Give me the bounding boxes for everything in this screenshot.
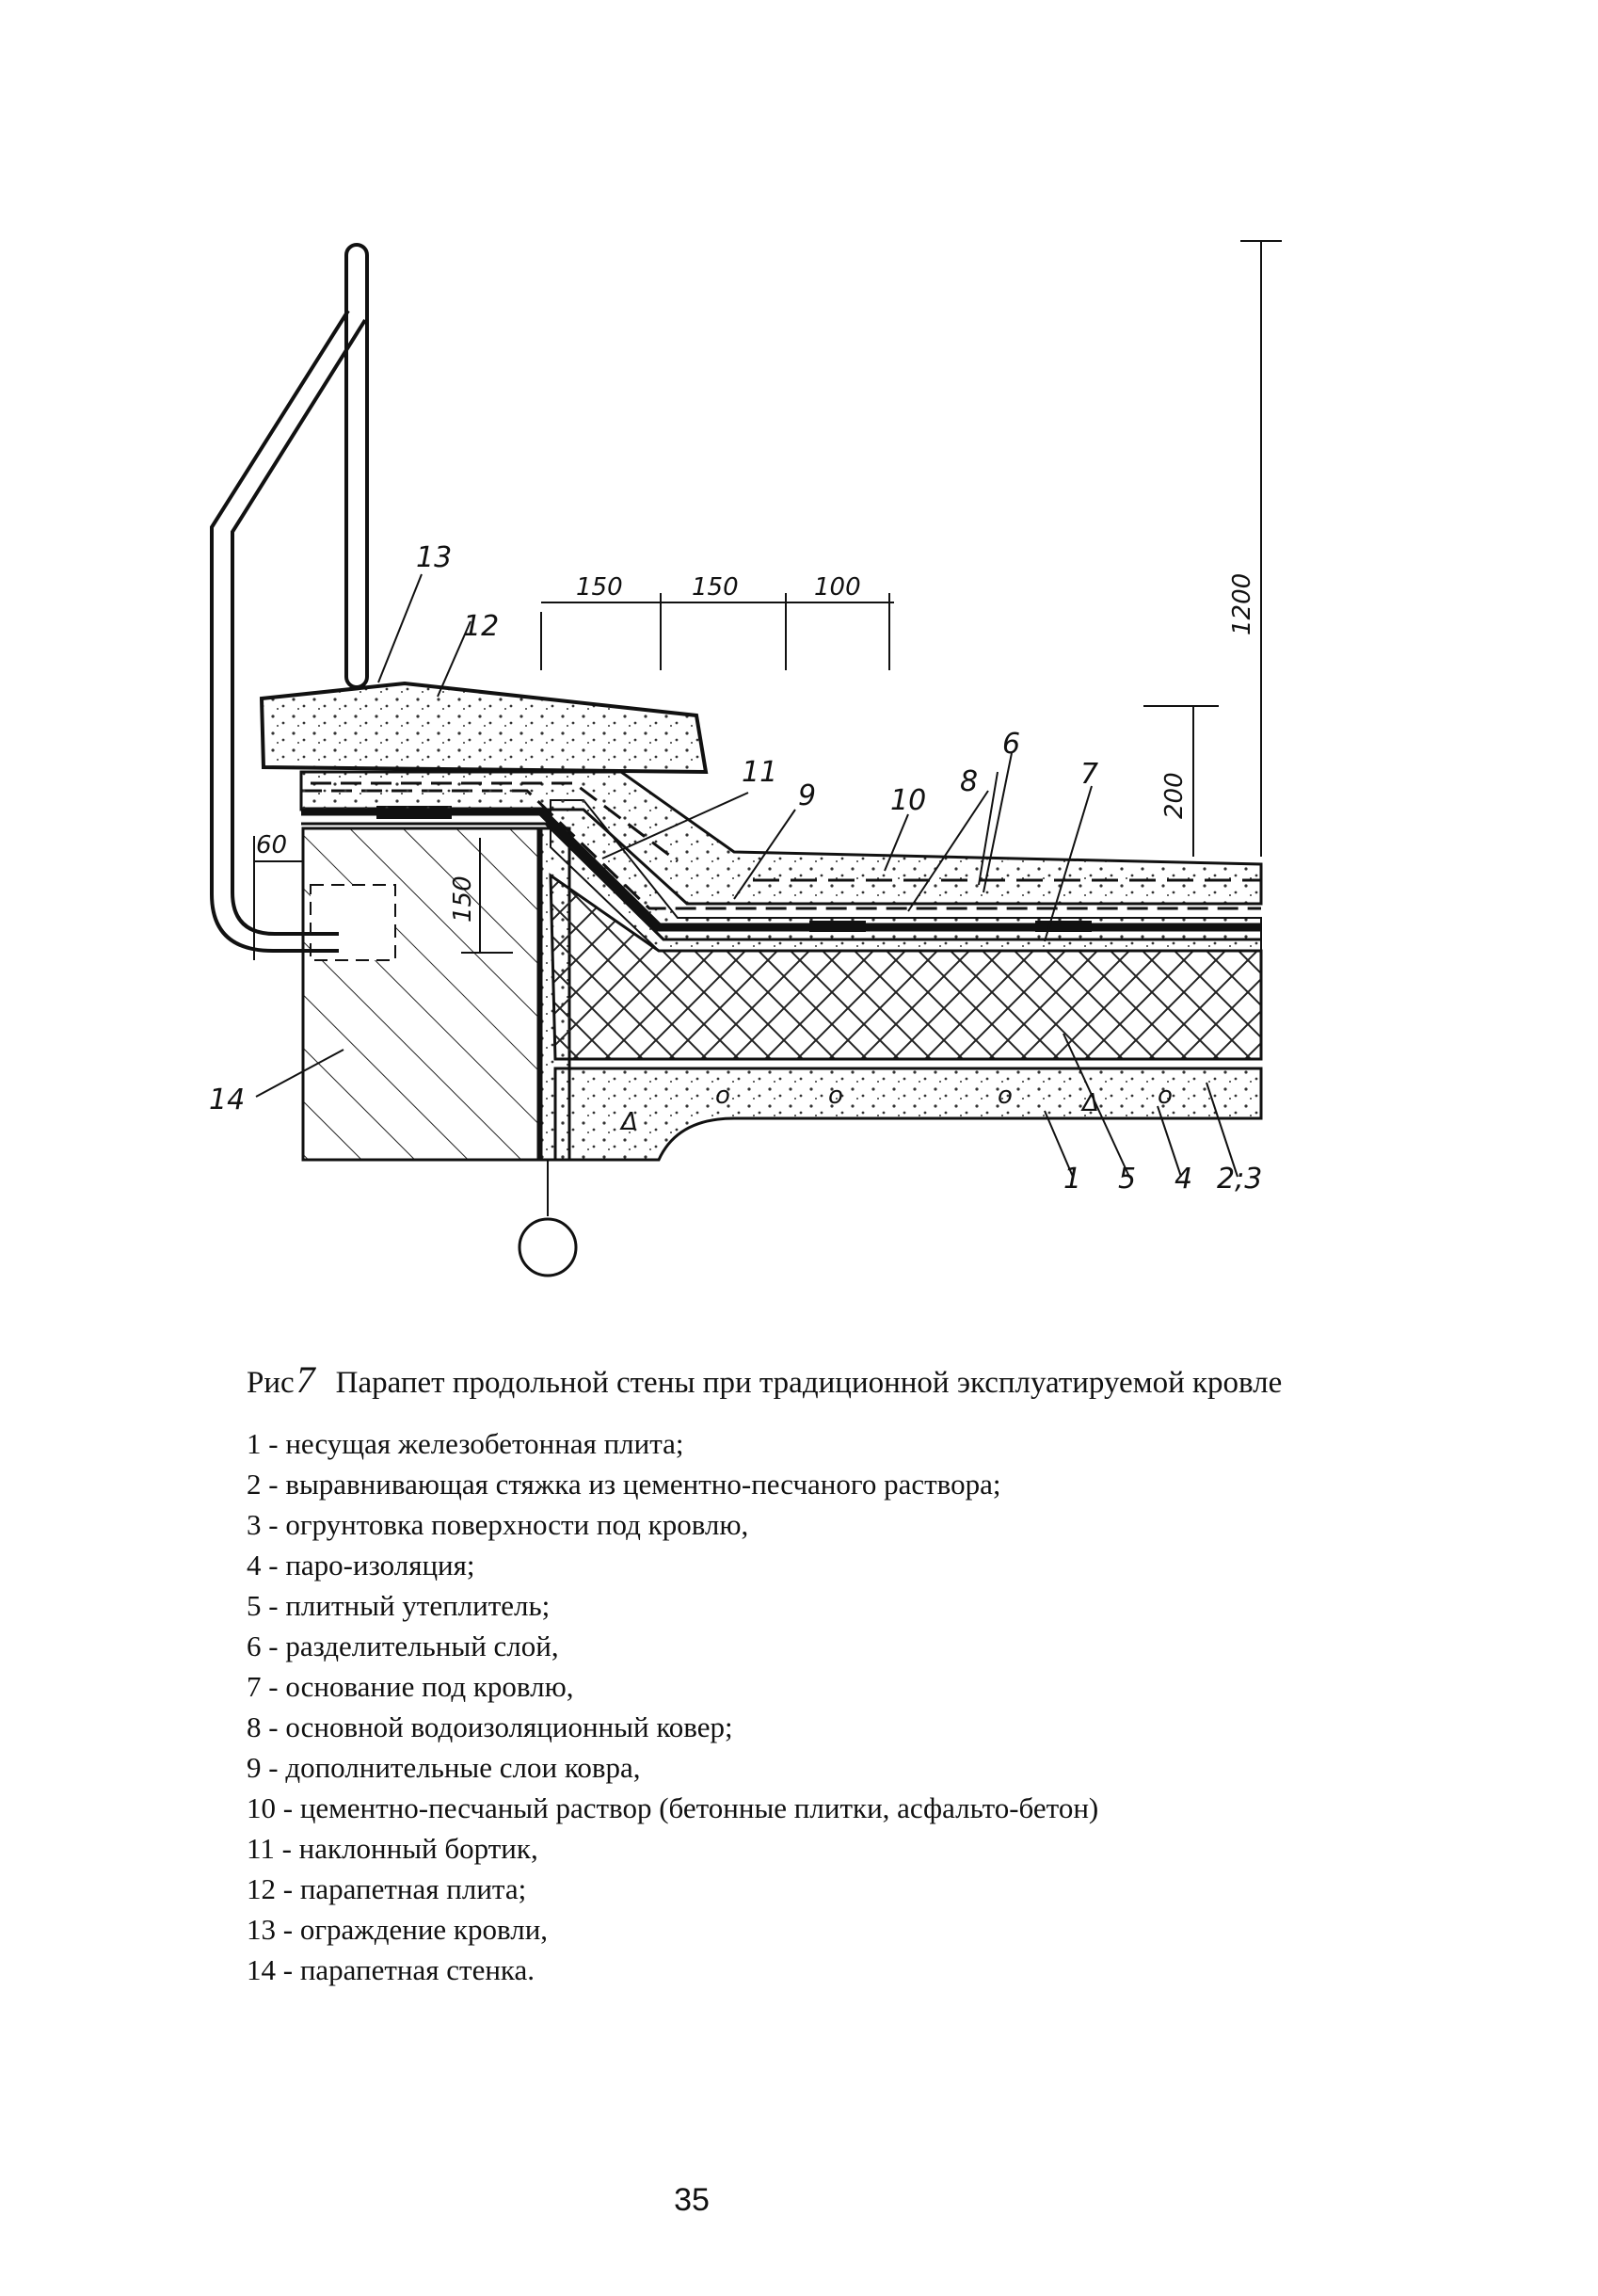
legend-item: 13 - ограждение кровли, — [247, 1913, 549, 1946]
parapet-wall — [301, 827, 540, 1162]
legend-item: 10 - цементно-песчаный раствор (бетонные… — [247, 1791, 1099, 1824]
dim-150-left: 150 — [576, 573, 623, 602]
caption-number: 7 — [296, 1358, 315, 1401]
axis-marker — [518, 1160, 578, 1277]
dim-150-middle: 150 — [692, 573, 739, 602]
legend-item: 7 - основание под кровлю, — [247, 1670, 574, 1703]
callout-8: 8 — [960, 765, 978, 798]
legend-item: 3 - огрунтовка поверхности под кровлю, — [247, 1508, 749, 1541]
legend-item: 8 - основной водоизоляционный ковер; — [247, 1710, 733, 1743]
callout-12: 12 — [463, 610, 499, 643]
dim-1200: 1200 — [1228, 573, 1256, 635]
callout-2-3: 2;3 — [1217, 1163, 1262, 1196]
callout-11: 11 — [742, 756, 777, 789]
legend-item: 4 - паро-изоляция; — [247, 1549, 475, 1582]
dim-150-vertical: 150 — [449, 875, 477, 923]
svg-text:o: o — [1158, 1082, 1173, 1110]
legend-item: 14 - парапетная стенка. — [247, 1953, 535, 1986]
figure-caption: Рис7 Парапет продольной стены при традици… — [247, 1357, 1282, 1402]
dim-200: 200 — [1160, 772, 1189, 819]
caption-text: Парапет продольной стены при традиционно… — [335, 1366, 1283, 1400]
dim-100: 100 — [814, 573, 861, 602]
callout-4: 4 — [1175, 1163, 1192, 1196]
legend-item: 2 - выравнивающая стяжка из цементно-пес… — [247, 1468, 1001, 1501]
svg-text:Δ: Δ — [619, 1108, 638, 1136]
callout-7: 7 — [1080, 758, 1098, 791]
parapet-coping-slab — [259, 681, 709, 775]
callout-1: 1 — [1063, 1163, 1081, 1196]
legend-item: 1 - несущая железобетонная плита; — [247, 1427, 684, 1460]
svg-text:o: o — [828, 1082, 843, 1110]
callout-5: 5 — [1118, 1163, 1136, 1196]
legend-item: 6 - разделительный слой, — [247, 1630, 559, 1662]
svg-text:Δ: Δ — [1080, 1089, 1099, 1117]
dim-60: 60 — [256, 831, 287, 859]
legend-list: 1 - несущая железобетонная плита; 2 - вы… — [247, 1423, 1098, 1990]
legend-item: 12 - парапетная плита; — [247, 1872, 527, 1905]
caption-prefix: Рис — [247, 1366, 295, 1400]
callout-13: 13 — [416, 541, 452, 574]
legend-item: 11 - наклонный бортик, — [247, 1832, 538, 1865]
insulation-layer — [549, 873, 1263, 1061]
legend-item: 9 - дополнительные слои ковра, — [247, 1751, 641, 1784]
callout-10: 10 — [890, 784, 926, 817]
svg-text:o: o — [715, 1082, 730, 1110]
callout-9: 9 — [798, 779, 816, 812]
dimension-lines — [253, 240, 1282, 960]
roof-membrane-layers — [299, 770, 1263, 952]
legend-item: 5 - плитный утеплитель; — [247, 1589, 551, 1622]
svg-text:o: o — [998, 1082, 1013, 1110]
roof-railing — [210, 243, 369, 953]
page-number: 35 — [674, 2182, 710, 2218]
leader-lines — [255, 573, 1238, 1178]
callout-14: 14 — [209, 1084, 245, 1116]
callout-6: 6 — [1002, 728, 1020, 761]
